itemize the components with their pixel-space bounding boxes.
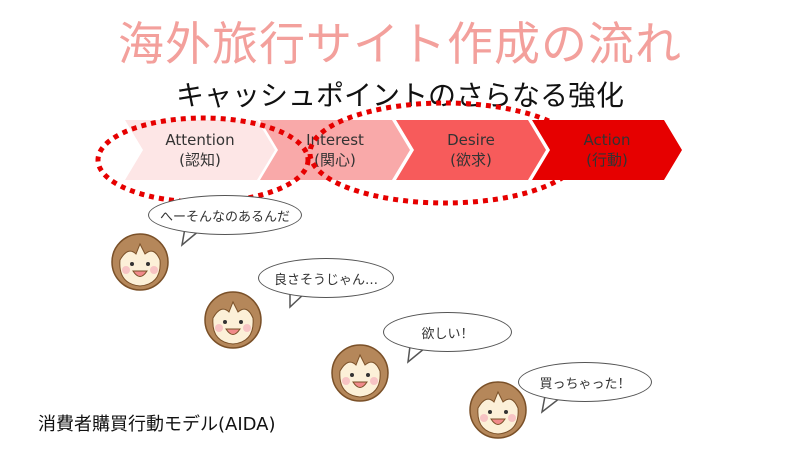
stage-en: Action [583,131,631,149]
slide-subtitle: キャッシュポイントのさらなる強化 [175,79,624,112]
person-face-icon [469,381,527,439]
stage-en: Desire [447,131,495,149]
speech-bubble-1: へーそんなのあるんだ [148,195,302,235]
stage-en: Interest [306,131,364,149]
stage-interest: Interest (関心) [260,120,410,180]
stage-en: Attention [165,131,235,149]
stage-action: Action (行動) [532,120,682,180]
speech-bubble-4: 買っちゃった！ [518,362,652,402]
stage-attention: Attention (認知) [125,120,275,180]
person-face-icon [331,344,389,402]
stage-desire: Desire (欲求) [396,120,546,180]
bubble-tails [180,227,561,414]
person-face-icon [111,233,169,291]
model-label: 消費者購買行動モデル(AIDA) [38,414,276,435]
speech-bubble-3: 欲しい！ [383,312,512,352]
stage-jp: (行動) [586,151,628,169]
stage-jp: (認知) [179,151,221,169]
slide-title: 海外旅行サイト作成の流れ [118,17,682,71]
speech-bubble-2: 良さそうじゃん… [258,258,394,298]
person-face-icon [204,291,262,349]
stage-jp: (関心) [314,151,356,169]
stage-jp: (欲求) [450,151,492,169]
